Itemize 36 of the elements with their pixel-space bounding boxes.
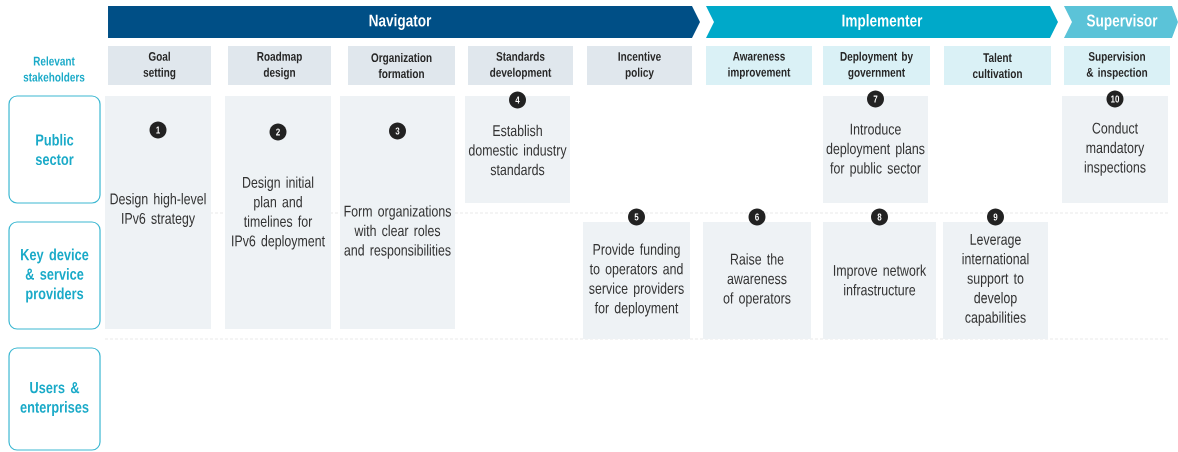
- role-banner: Supervisor: [1064, 6, 1178, 38]
- column-header: Awareness improvement: [706, 46, 812, 85]
- stakeholder-box: Key device & service providers: [8, 221, 101, 330]
- column-header: Standards development: [468, 46, 573, 85]
- number-badge: 8: [871, 208, 888, 226]
- number-badge: 9: [987, 208, 1004, 226]
- column-header: Supervision & inspection: [1064, 46, 1170, 85]
- role-banner: Navigator: [108, 6, 700, 38]
- column-header: Organization formation: [348, 46, 455, 85]
- stakeholder-box: Public sector: [8, 95, 101, 204]
- action-box: Conduct mandatory inspections 10: [1062, 90, 1168, 203]
- action-box: Improve network infrastructure 8: [823, 208, 936, 339]
- number-badge: 7: [867, 90, 884, 108]
- number-badge: 10: [1106, 90, 1124, 108]
- action-box: Leverage international support to develop capabilities 9: [943, 208, 1048, 339]
- stakeholder-box: Users & enterprises: [8, 347, 101, 451]
- role-banner: Implementer: [706, 6, 1058, 38]
- number-badge: 3: [389, 122, 406, 140]
- number-badge: 2: [269, 123, 287, 141]
- column-header: Incentive policy: [587, 46, 692, 85]
- action-box: Raise the awareness of operators 6: [703, 208, 811, 339]
- action-box: Design initial plan and timelines for IPv6 deployment 2: [225, 96, 331, 329]
- number-badge: 4: [509, 91, 526, 109]
- column-header: Roadmap design: [228, 46, 331, 85]
- column-header: Talent cultivation: [944, 46, 1051, 85]
- number-badge: 1: [149, 121, 167, 139]
- column-header: Goal setting: [108, 46, 211, 85]
- number-badge: 5: [628, 208, 645, 226]
- action-box: Establish domestic industry standards 4: [465, 91, 570, 203]
- action-box: Provide funding to operators and service providers for deployment 5: [583, 208, 690, 339]
- action-box: Form organizations with clear roles and responsibilities 3: [340, 96, 455, 329]
- column-header: Deployment by government: [823, 46, 930, 85]
- action-box: Introduce deployment plans for public sector 7: [823, 90, 928, 203]
- action-box: Design high-level IPv6 strategy 1: [105, 96, 211, 329]
- number-badge: 6: [748, 208, 766, 226]
- axis-label: Relevant stakeholders: [23, 56, 85, 82]
